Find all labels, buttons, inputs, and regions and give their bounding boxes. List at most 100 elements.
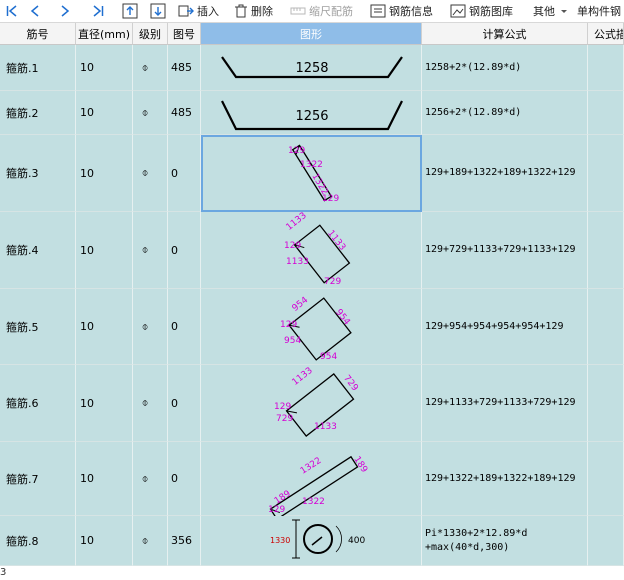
cell-name[interactable]: 箍筋.3 (0, 135, 76, 212)
first-record-icon[interactable] (6, 0, 18, 22)
cell-formula[interactable]: 129+1322+189+1322+189+129 (422, 442, 588, 516)
cell-figure-number[interactable]: 0 (168, 365, 201, 442)
other-menu-button[interactable]: 其他 (530, 0, 569, 22)
rebar-info-button[interactable]: 钢筋信息 (370, 0, 433, 22)
rebar-info-label: 钢筋信息 (389, 5, 433, 18)
cell-figure[interactable] (201, 91, 422, 135)
cell-diameter[interactable]: 10 (76, 516, 133, 566)
cell-diameter[interactable]: 10 (76, 365, 133, 442)
cell-formula-description[interactable] (588, 516, 624, 566)
cell-formula[interactable]: 129+729+1133+729+1133+129 (422, 212, 588, 289)
dimension-label: 954 (284, 336, 301, 346)
cell-figure[interactable] (201, 212, 422, 289)
cell-figure-number[interactable]: 485 (168, 91, 201, 135)
cell-formula[interactable]: 1256+2*(12.89*d) (422, 91, 588, 135)
header-grade[interactable]: 级别 (133, 23, 168, 45)
single-component-button[interactable]: 单构件钢 (574, 0, 621, 22)
cell-grade[interactable]: ⌽ (133, 45, 168, 91)
cell-formula-description[interactable] (588, 289, 624, 365)
cell-diameter[interactable]: 10 (76, 45, 133, 91)
last-record-icon[interactable] (92, 0, 104, 22)
header-formula[interactable]: 计算公式 (422, 23, 588, 45)
dimension-label: 1133 (286, 257, 309, 267)
previous-record-icon[interactable] (30, 0, 40, 22)
dimension-label: 1322 (302, 497, 325, 507)
move-down-icon[interactable] (150, 0, 166, 22)
dimension-label: 1258 (295, 61, 328, 76)
dimension-label: 129 (288, 146, 305, 156)
cell-grade[interactable]: ⌽ (133, 365, 168, 442)
scaled-rebar-button[interactable]: 缩尺配筋 (290, 0, 353, 22)
cell-figure-number[interactable]: 0 (168, 212, 201, 289)
cell-figure-number[interactable]: 485 (168, 45, 201, 91)
rebar-shape-drawing: 1258 (221, 56, 403, 79)
cell-name[interactable]: 箍筋.8 (0, 516, 76, 566)
cell-formula-description[interactable] (588, 135, 624, 212)
cell-figure-number[interactable]: 0 (168, 289, 201, 365)
cell-figure[interactable] (201, 289, 422, 365)
cell-name[interactable]: 箍筋.6 (0, 365, 76, 442)
cell-grade[interactable]: ⌽ (133, 135, 168, 212)
cell-name[interactable]: 箍筋.5 (0, 289, 76, 365)
next-record-icon[interactable] (60, 0, 70, 22)
cell-formula[interactable]: 129+954+954+954+954+129 (422, 289, 588, 365)
dimension-label: 129 (268, 505, 285, 515)
cell-diameter[interactable]: 10 (76, 289, 133, 365)
cell-formula-description[interactable] (588, 91, 624, 135)
cell-diameter[interactable]: 10 (76, 91, 133, 135)
cell-formula[interactable]: 1258+2*(12.89*d) (422, 45, 588, 91)
cell-diameter[interactable]: 10 (76, 212, 133, 289)
cell-grade[interactable]: ⌽ (133, 91, 168, 135)
dimension-label: 1330 (270, 536, 290, 545)
move-up-icon[interactable] (122, 0, 138, 22)
dimension-label: 1133 (285, 212, 309, 233)
delete-button[interactable]: 删除 (234, 0, 273, 22)
cell-grade[interactable]: ⌽ (133, 442, 168, 516)
cell-name[interactable]: 箍筋.1 (0, 45, 76, 91)
cell-grade[interactable]: ⌽ (133, 212, 168, 289)
dimension-label: 129 (284, 241, 301, 251)
cell-figure[interactable] (201, 516, 422, 566)
cell-grade[interactable]: ⌽ (133, 516, 168, 566)
dimension-label: 954 (333, 308, 352, 328)
cell-name[interactable]: 箍筋.4 (0, 212, 76, 289)
insert-button[interactable]: 插入 (178, 0, 219, 22)
header-figure-number[interactable]: 图号 (168, 23, 201, 45)
cell-formula[interactable]: 129+189+1322+189+1322+129 (422, 135, 588, 212)
insert-icon (178, 5, 194, 17)
cell-formula-description[interactable] (588, 442, 624, 516)
rebar-library-button[interactable]: 钢筋图库 (450, 0, 513, 22)
header-formula-description[interactable]: 公式描 (588, 23, 624, 45)
dimension-label: 129 (280, 320, 297, 330)
cell-figure[interactable] (201, 135, 422, 212)
cell-figure-number[interactable]: 356 (168, 516, 201, 566)
cell-grade[interactable]: ⌽ (133, 289, 168, 365)
image-library-icon (450, 4, 466, 18)
cell-formula-description[interactable] (588, 45, 624, 91)
cell-figure[interactable] (201, 45, 422, 91)
cell-formula-description[interactable] (588, 212, 624, 289)
cell-name[interactable]: 箍筋.7 (0, 442, 76, 516)
cell-formula[interactable]: 129+1133+729+1133+729+129 (422, 365, 588, 442)
single-component-label: 单构件钢 (577, 5, 621, 18)
header-name[interactable]: 筋号 (0, 23, 76, 45)
cell-figure[interactable] (201, 365, 422, 442)
cell-diameter[interactable]: 10 (76, 442, 133, 516)
cell-formula[interactable]: Pi*1330+2*12.89*d +max(40*d,300) (422, 516, 588, 566)
cell-figure[interactable] (201, 442, 422, 516)
header-figure[interactable]: 图形 (201, 23, 422, 45)
cell-name[interactable]: 箍筋.2 (0, 91, 76, 135)
header-diameter[interactable]: 直径(mm) (76, 23, 133, 45)
cell-formula-description[interactable] (588, 365, 624, 442)
cell-figure-number[interactable]: 0 (168, 442, 201, 516)
cell-figure-number[interactable]: 0 (168, 135, 201, 212)
cell-diameter[interactable]: 10 (76, 135, 133, 212)
